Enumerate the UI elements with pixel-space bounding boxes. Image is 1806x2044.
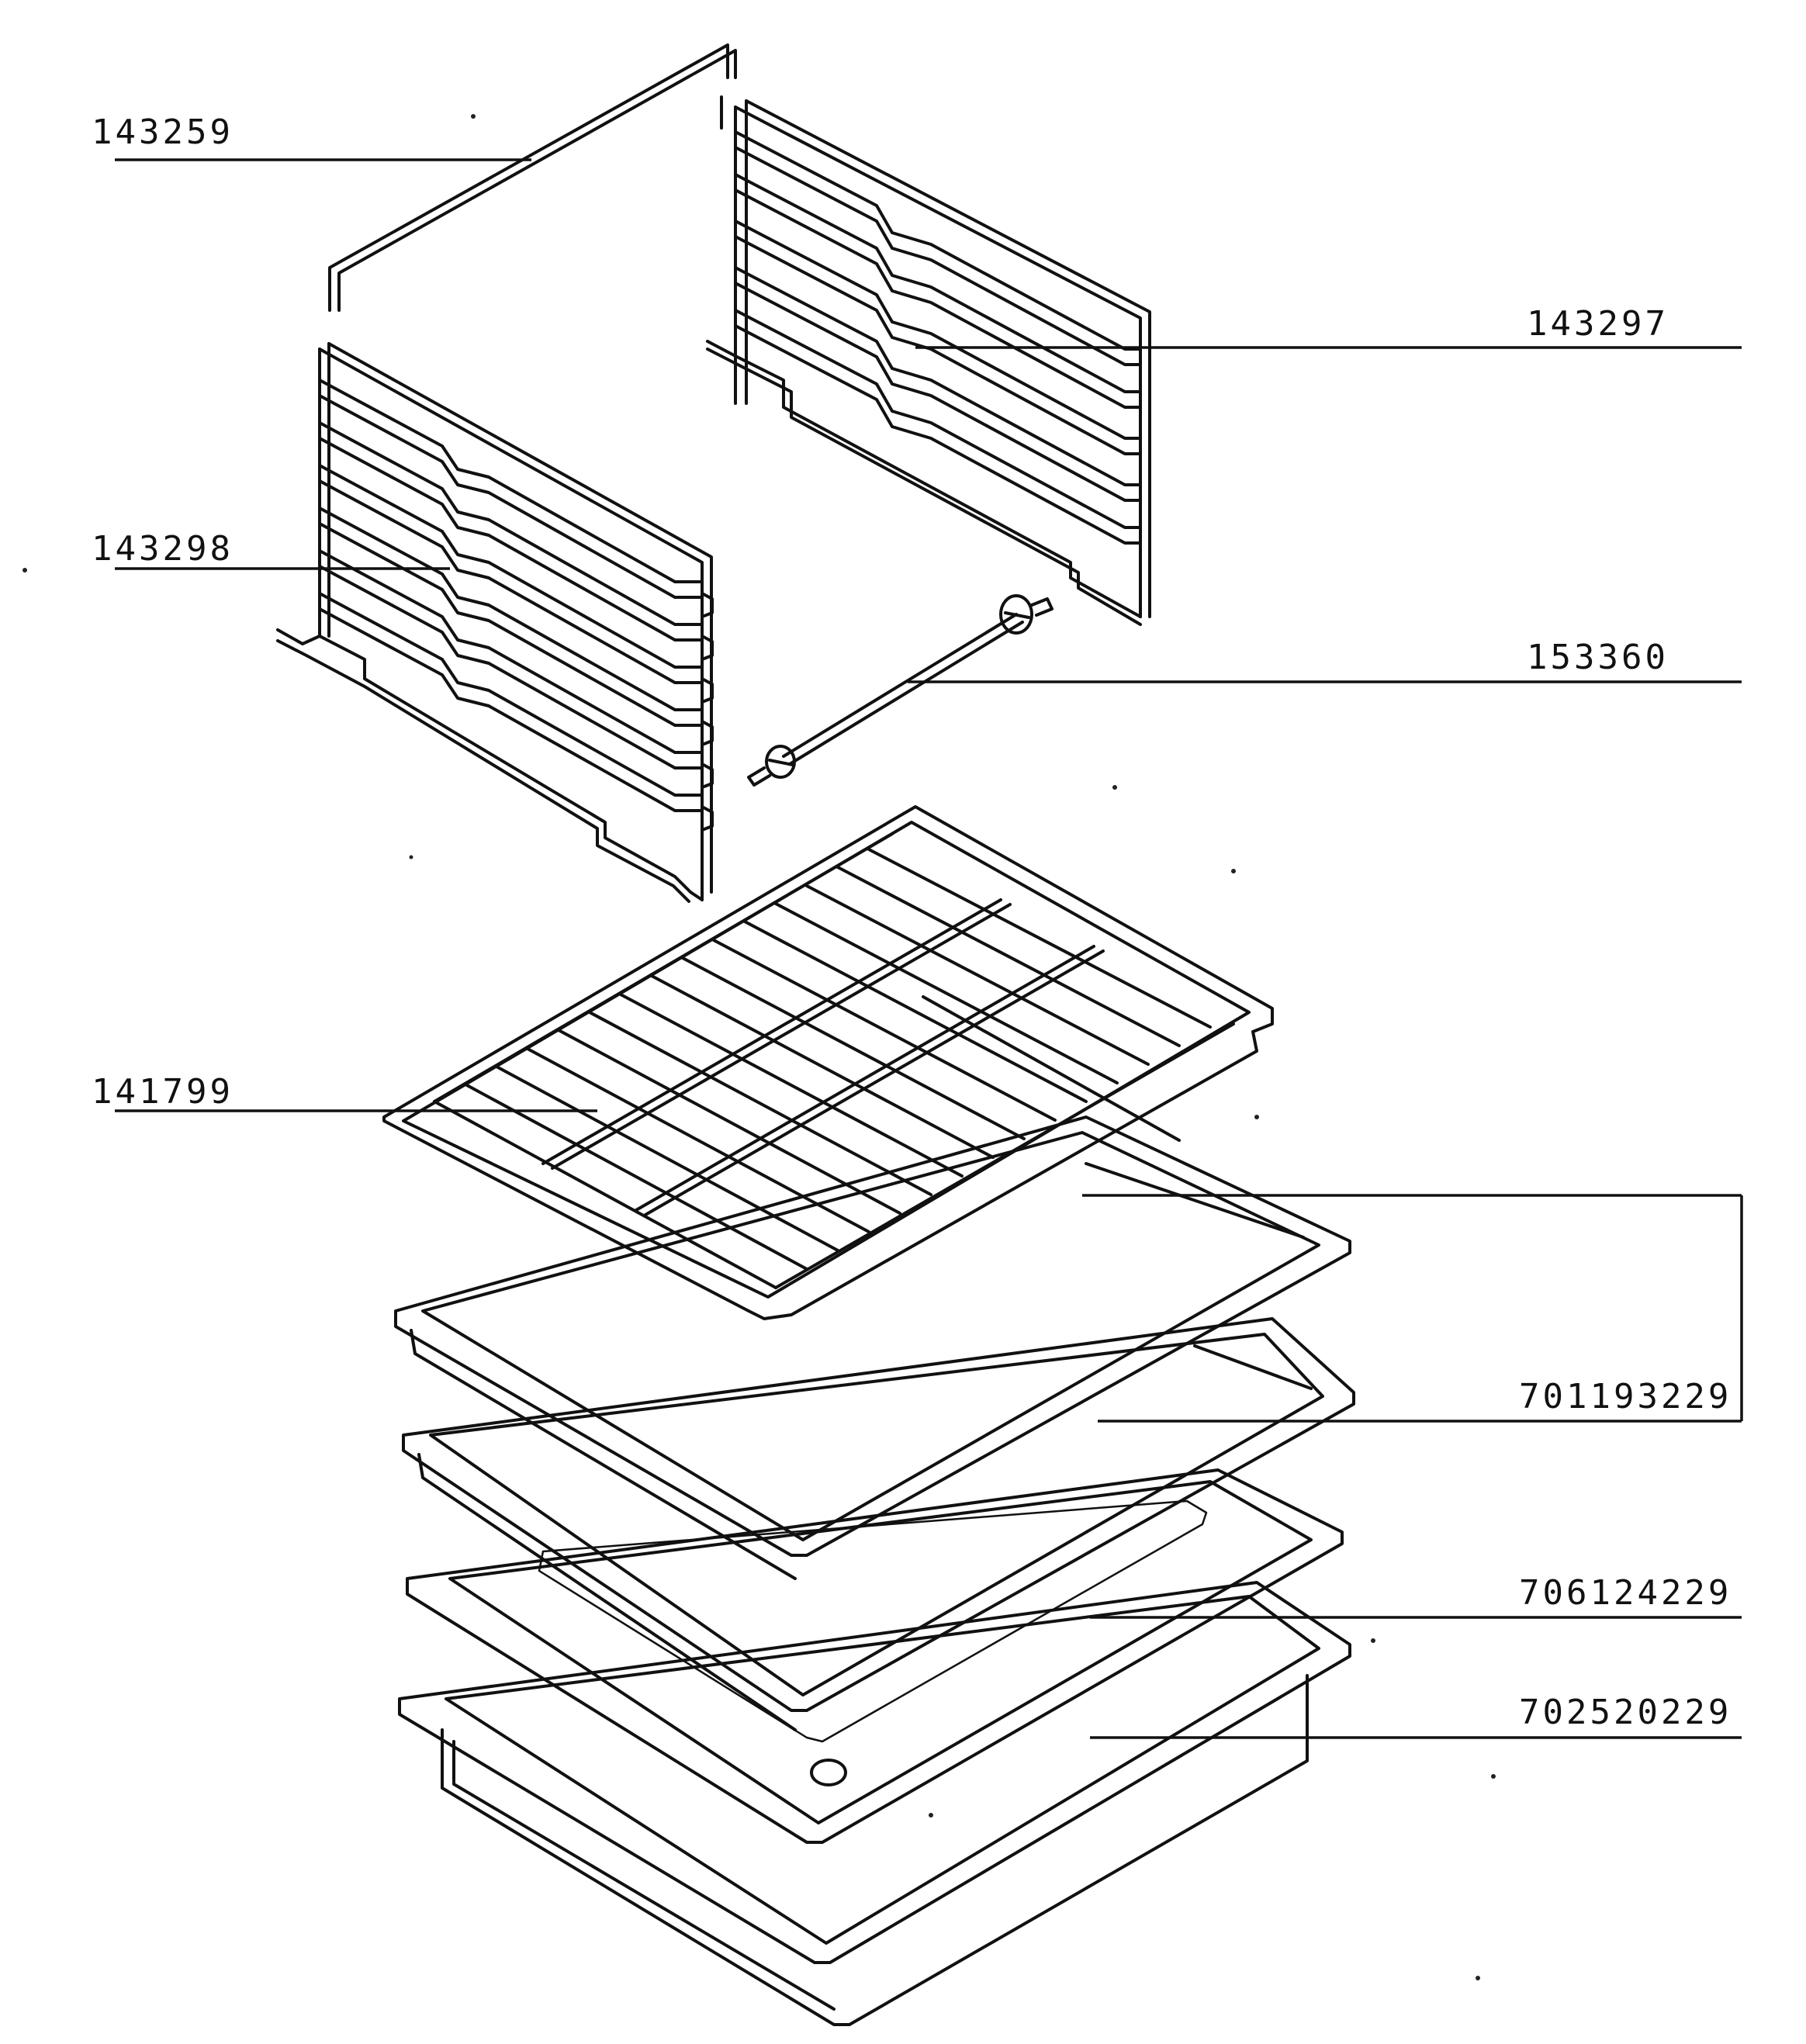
label-143297: 143297 <box>1527 304 1669 344</box>
label-141799: 141799 <box>92 1072 234 1112</box>
part-702520229-baking-pan <box>398 1581 1351 2026</box>
label-153360: 153360 <box>1527 638 1669 677</box>
right-rack-rails <box>734 130 1142 545</box>
label-702520229: 702520229 <box>1519 1693 1732 1732</box>
part-701193229-tray-upper <box>394 1115 1351 1580</box>
leader-lines <box>115 158 1743 1739</box>
part-143259-top-wire <box>328 43 737 312</box>
part-153360-rod-with-knobs <box>747 594 1054 787</box>
label-143298: 143298 <box>92 529 234 569</box>
label-701193229: 701193229 <box>1519 1377 1732 1416</box>
grid-shelf-cross-bars <box>541 898 1181 1216</box>
scan-specks <box>22 114 1496 1980</box>
left-rack-side-hooks <box>701 592 714 832</box>
label-706124229: 706124229 <box>1519 1573 1732 1613</box>
part-143298-left-rack <box>276 342 714 903</box>
part-143297-right-rack <box>706 95 1151 626</box>
grid-shelf-long-bars <box>433 848 1212 1289</box>
part-706124229-mesh-filter <box>406 1468 1344 1844</box>
part-701193229-tray-lower <box>402 1317 1355 1731</box>
left-rack-rails <box>318 379 704 812</box>
label-143259: 143259 <box>92 112 234 152</box>
part-141799-grid-shelf <box>382 805 1274 1320</box>
